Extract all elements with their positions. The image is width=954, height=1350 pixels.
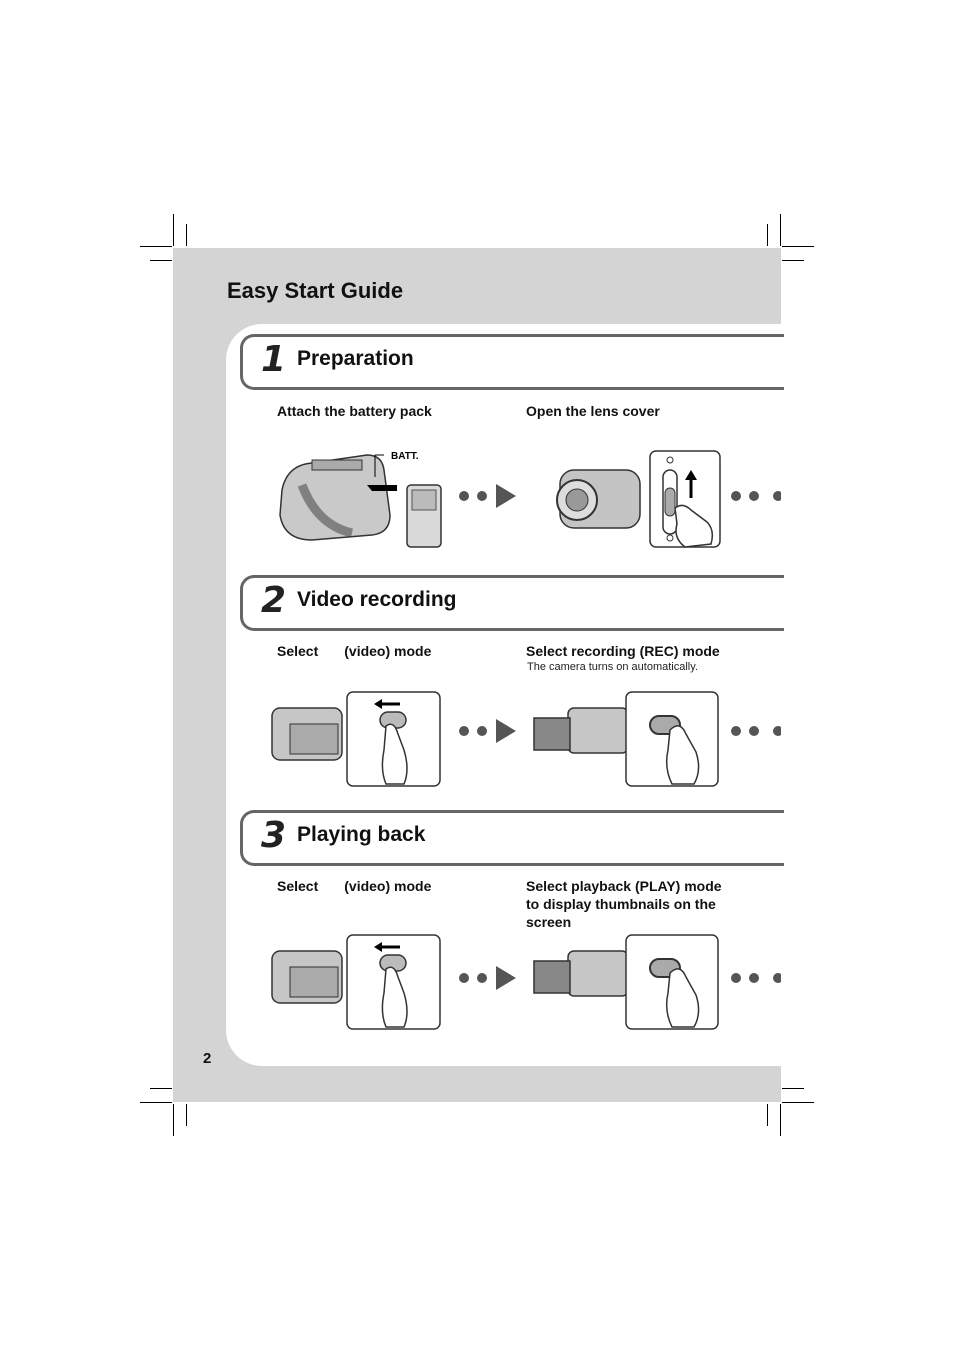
mode-switch-illustration [271, 934, 441, 1030]
arrow-right-icon [459, 966, 516, 990]
continue-dots-icon [731, 726, 781, 736]
page-number: 2 [203, 1050, 212, 1067]
step-mode-text: (video) mode [344, 878, 432, 894]
step-select-word: Select [277, 878, 319, 894]
section-title: Preparation [297, 347, 414, 370]
section-header-preparation: 1 Preparation [240, 334, 784, 390]
section-number: 2 [261, 580, 287, 621]
step-note: The camera turns on automatically. [527, 661, 698, 673]
step-select-rec-mode: Select recording (REC) mode [526, 643, 720, 659]
battery-label: BATT. [391, 451, 419, 462]
select-button-illustration [533, 691, 719, 787]
arrow-right-icon [459, 484, 516, 508]
section-title: Playing back [297, 823, 426, 846]
arrow-right-icon [459, 719, 516, 743]
step-attach-battery: Attach the battery pack [277, 403, 432, 419]
section-title: Video recording [297, 588, 457, 611]
step-open-lens-cover: Open the lens cover [526, 403, 660, 419]
camcorder-battery-illustration: BATT. [279, 451, 442, 548]
section-header-video-recording: 2 Video recording [240, 575, 784, 631]
step-line: Select playback (PLAY) mode [526, 878, 722, 894]
section-number: 1 [261, 339, 287, 380]
step-line: to display thumbnails on the [526, 896, 716, 912]
section-header-playing-back: 3 Playing back [240, 810, 784, 866]
continue-dots-icon [731, 973, 781, 983]
section-number: 3 [261, 815, 287, 856]
step-select-video-mode: Select (video) mode [277, 642, 431, 660]
page-title: Easy Start Guide [227, 278, 404, 303]
step-mode-text: (video) mode [344, 643, 432, 659]
step-line: screen [526, 914, 572, 930]
step-select-video-mode: Select (video) mode [277, 877, 431, 895]
mode-switch-illustration [271, 691, 441, 787]
step-select-play-mode: Select playback (PLAY) mode to display t… [526, 877, 722, 931]
select-button-illustration [533, 934, 719, 1030]
continue-dots-icon [731, 491, 781, 501]
step-select-word: Select [277, 643, 319, 659]
lens-cover-switch-illustration [556, 450, 721, 548]
